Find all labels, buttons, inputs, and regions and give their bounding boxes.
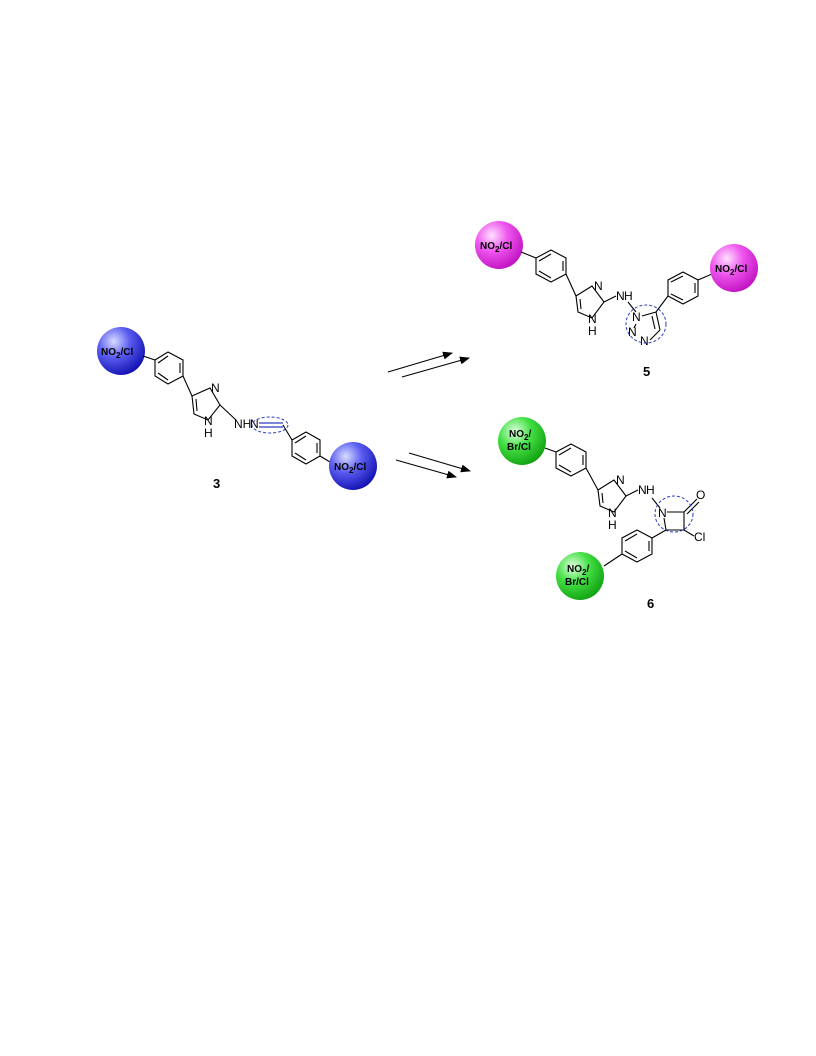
substituent-ball-5-right xyxy=(710,244,758,292)
phenyl-ring xyxy=(555,443,587,477)
substituent-label-6-bottom: NO2/ xyxy=(567,564,589,577)
atom-label: N xyxy=(608,506,617,520)
atom-label: H xyxy=(608,518,617,532)
atom-label: N xyxy=(640,334,649,348)
atom-label: N xyxy=(628,325,637,339)
compound-number: 3 xyxy=(213,476,220,491)
substituent-label-3-top: NO2/Cl xyxy=(101,347,133,360)
atom-label: N xyxy=(616,473,625,487)
substituent-label-5-left: NO2/Cl xyxy=(480,241,512,254)
imine-highlight-ring xyxy=(251,416,289,434)
atom-label: N xyxy=(204,414,213,428)
atom-label: H xyxy=(624,289,633,303)
atom-label: N xyxy=(658,506,667,520)
imidazole-ring xyxy=(597,479,627,513)
atom-label: O xyxy=(696,488,705,502)
substituent-ball-3-bottom xyxy=(329,442,377,490)
substituent-label-6-bottom-line2: Br/Cl xyxy=(565,577,589,588)
compound-number: 6 xyxy=(647,596,654,611)
arrow-to-6-second xyxy=(395,459,457,479)
atom-label: H xyxy=(646,483,655,497)
atom-label: N xyxy=(250,417,259,431)
substituent-ball-6-bottom xyxy=(556,552,604,600)
arrow-to-5-second xyxy=(401,356,470,378)
arrow-to-6 xyxy=(408,452,471,473)
compound-3-structure: NO2/Cl N N H NH N NO2/Cl 3 xyxy=(97,327,377,491)
phenyl-ring xyxy=(667,271,699,305)
compound-6-structure: NO2/ Br/Cl N N H N H N O Cl NO xyxy=(498,417,705,611)
substituent-label-6-top: NO2/ xyxy=(509,429,531,442)
phenyl-ring xyxy=(535,249,567,283)
atom-label: Cl xyxy=(694,530,705,544)
substituent-label-6-top-line2: Br/Cl xyxy=(507,442,531,453)
atom-label: H xyxy=(588,324,597,338)
phenyl-ring xyxy=(621,529,653,563)
substituent-ball-3-top xyxy=(97,327,145,375)
compound-5-structure: NO2/Cl N N H N H N N N NO2/Cl 5 xyxy=(475,221,758,379)
substituent-label-5-right: NO2/Cl xyxy=(715,264,747,277)
atom-label: N xyxy=(616,289,625,303)
triazole-highlight-ring xyxy=(625,304,667,344)
arrow-to-5 xyxy=(387,351,453,373)
phenyl-ring xyxy=(154,351,184,385)
atom-label: N xyxy=(594,279,603,293)
phenyl-ring xyxy=(291,431,321,465)
substituent-ball-5-left xyxy=(475,221,523,269)
substituent-ball-6-top xyxy=(498,417,546,465)
imidazole-ring xyxy=(191,387,221,421)
substituent-label-3-bottom: NO2/Cl xyxy=(334,462,366,475)
atom-label: NH xyxy=(234,417,251,431)
atom-label: N xyxy=(588,312,597,326)
reaction-arrows xyxy=(387,351,471,479)
imidazole-ring xyxy=(575,285,605,319)
atom-label: H xyxy=(204,426,213,440)
atom-label: N xyxy=(638,483,647,497)
atom-label: N xyxy=(632,310,641,324)
atom-label: N xyxy=(211,381,220,395)
lactam-highlight-ring xyxy=(654,495,694,533)
compound-number: 5 xyxy=(643,364,650,379)
